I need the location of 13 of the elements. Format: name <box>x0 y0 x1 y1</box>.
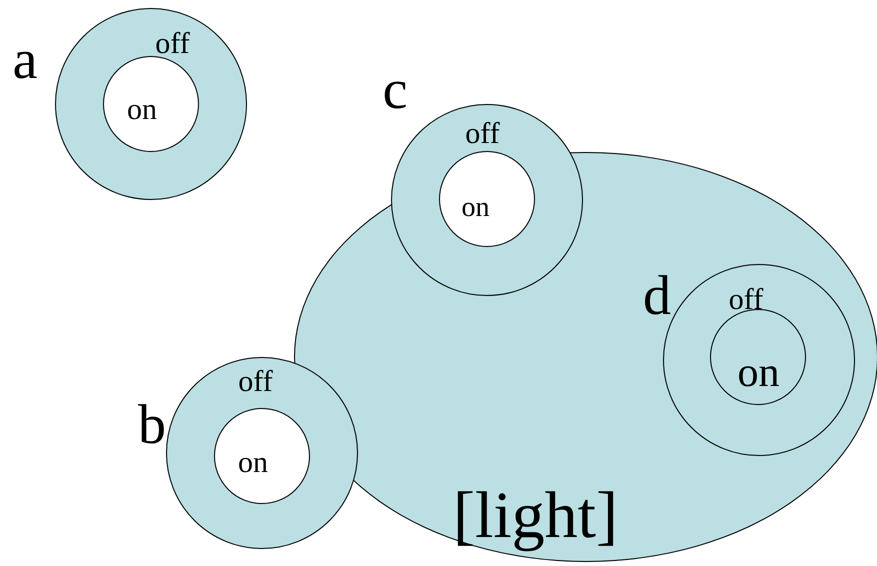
state-label: off <box>465 118 500 148</box>
inner-circle <box>710 309 806 405</box>
state-label: off <box>238 366 273 396</box>
circle-letter: c <box>382 62 408 118</box>
state-label: on <box>738 352 780 394</box>
state-label: on <box>127 95 157 125</box>
state-label: on <box>238 448 268 478</box>
state-label: off <box>155 28 190 58</box>
state-label: on <box>462 194 490 222</box>
state-label: off <box>728 285 764 315</box>
circle-letter: b <box>138 397 166 453</box>
circle-letter: d <box>643 268 671 324</box>
circle-letter: a <box>12 32 38 88</box>
